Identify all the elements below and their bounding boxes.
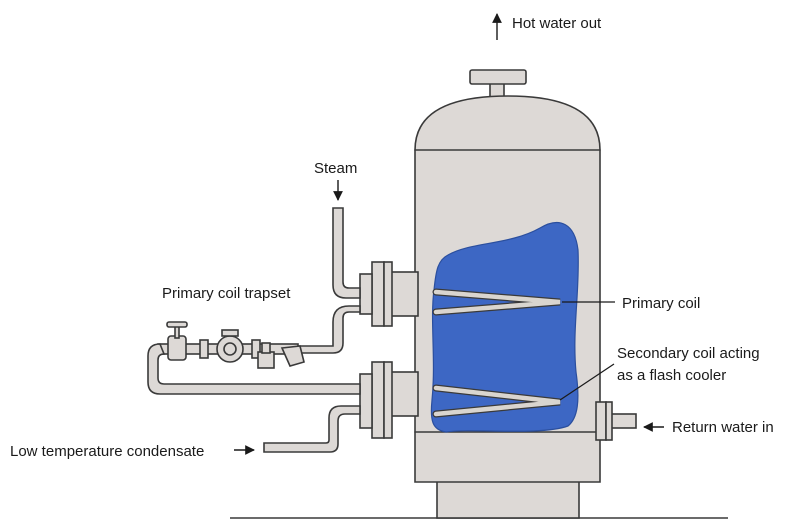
label-primary-coil-trapset: Primary coil trapset: [162, 285, 291, 302]
lower-flange-plate-inner: [383, 361, 393, 439]
primary-coil-fill: [433, 289, 561, 315]
trap-strainer: [257, 342, 305, 369]
trapset-return-pipe: [289, 305, 361, 354]
top-nozzle-flange: [469, 69, 527, 85]
label-low-temp-condensate: Low temperature condensate: [10, 443, 204, 460]
upper-flange-plate-outer: [371, 261, 385, 327]
label-return-water-in: Return water in: [672, 419, 774, 436]
label-hot-water-out: Hot water out: [512, 15, 602, 32]
lower-flange-plate-outer: [371, 361, 385, 439]
label-steam: Steam: [314, 160, 357, 177]
upper-flange-plate-inner: [383, 261, 393, 327]
secondary-coil-leader: [559, 363, 615, 401]
label-secondary-coil-line2: as a flash cooler: [617, 367, 726, 384]
upper-flange-boss: [359, 273, 373, 315]
label-secondary-coil-line1: Secondary coil acting: [617, 345, 760, 362]
trap-body: [199, 329, 261, 363]
secondary-coil-fill: [433, 385, 561, 417]
water-cutaway: [430, 221, 579, 433]
return-water-nozzle: [595, 401, 637, 441]
condensate-pipe: [263, 405, 361, 453]
lower-flange-boss: [359, 373, 373, 429]
trapset-valve: [166, 321, 188, 361]
steam-pipe: [332, 207, 361, 299]
loop-pipe: [147, 343, 361, 395]
label-primary-coil: Primary coil: [622, 295, 700, 312]
lower-flange-neck: [387, 371, 419, 417]
